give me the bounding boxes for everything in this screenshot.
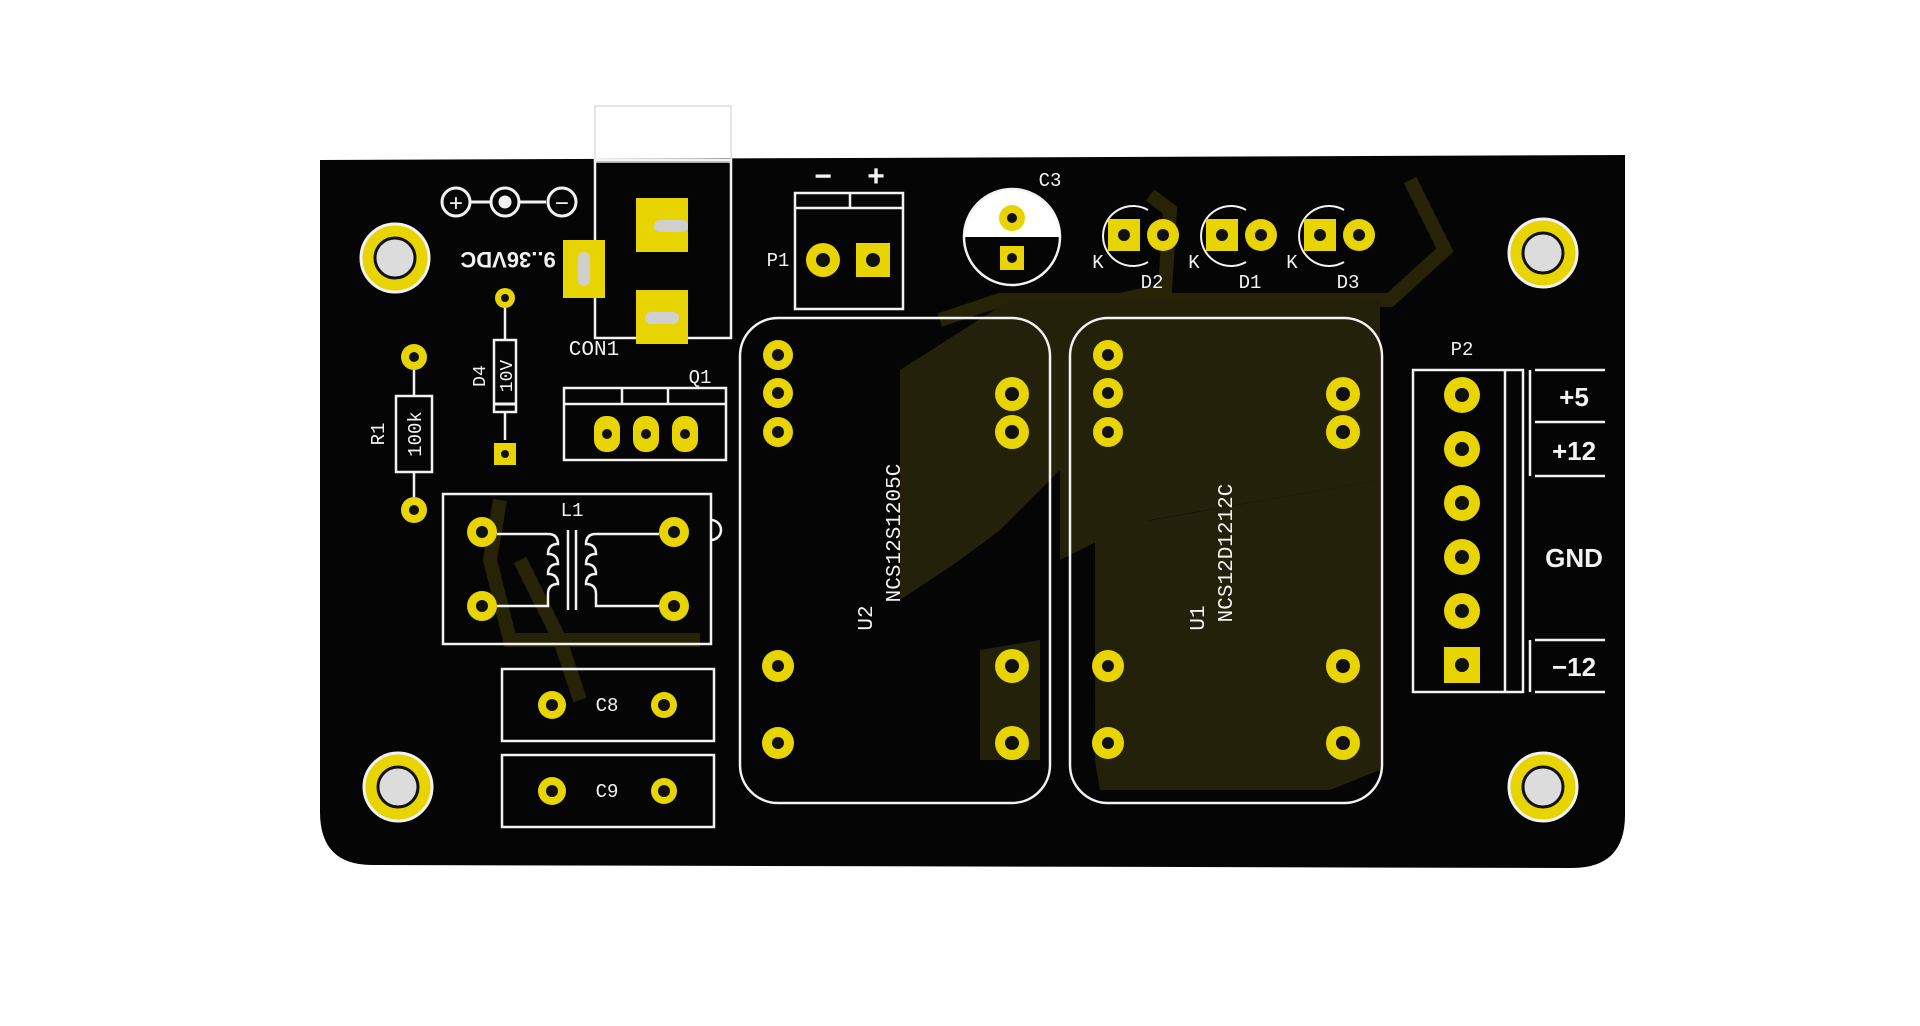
c9-label: C9 [596,781,619,803]
d2-label: D2 [1141,272,1164,294]
r1-value: 100k [405,411,427,457]
c8-label: C8 [596,695,619,717]
led-d2 [1102,205,1179,267]
d4-label: D4 [471,365,491,387]
d1-label: D1 [1239,272,1262,294]
con1-label: CON1 [569,339,619,362]
p1-connector [793,191,905,311]
led-d1 [1200,205,1277,267]
d3-k: K [1286,252,1298,274]
polarity-minus-glyph: − [555,192,569,219]
mounting-hole-tr [1507,217,1579,289]
u1-converter [1068,316,1384,805]
p1-plus: + [867,160,885,193]
r1-label: R1 [368,423,390,446]
c8-capacitor [500,667,716,743]
u1-label: U1 [1188,605,1211,630]
mounting-hole-br [1507,751,1579,823]
mounting-holes [359,217,1579,823]
d4-zener [492,288,518,465]
p2-connector [1411,368,1605,694]
u2-label: U2 [856,605,879,630]
output-plus5: +5 [1559,382,1589,412]
copper-pour [900,300,1380,790]
r1-resistor [394,344,434,523]
u1-value: NCS12D1212C [1216,484,1239,623]
p1-label: P1 [767,250,790,272]
c3-label: C3 [1039,170,1062,192]
u2-converter [738,316,1052,805]
l1-label: L1 [561,500,584,522]
p2-label: P2 [1451,339,1474,361]
led-d3 [1298,205,1375,267]
output-plus12: +12 [1552,436,1596,466]
d4-value: 10V [498,360,518,393]
d3-label: D3 [1337,272,1360,294]
q1-transistor [562,386,728,462]
output-gnd: GND [1545,543,1603,573]
output-minus12: −12 [1552,652,1596,682]
c9-capacitor [500,753,716,829]
mounting-hole-bl [362,751,434,823]
d2-k: K [1092,252,1104,274]
polarity-symbol [440,186,578,218]
l1-inductor [441,492,723,646]
d1-k: K [1188,252,1200,274]
q1-label: Q1 [689,367,712,389]
dc-input-label: 9..36VDC [460,247,555,272]
u2-value: NCS12S1205C [884,464,907,603]
polarity-plus-glyph: + [449,192,463,219]
c3-capacitor [962,187,1062,287]
mounting-hole-tl [359,222,431,294]
con1-jack [563,105,733,344]
p1-minus: − [814,160,832,193]
